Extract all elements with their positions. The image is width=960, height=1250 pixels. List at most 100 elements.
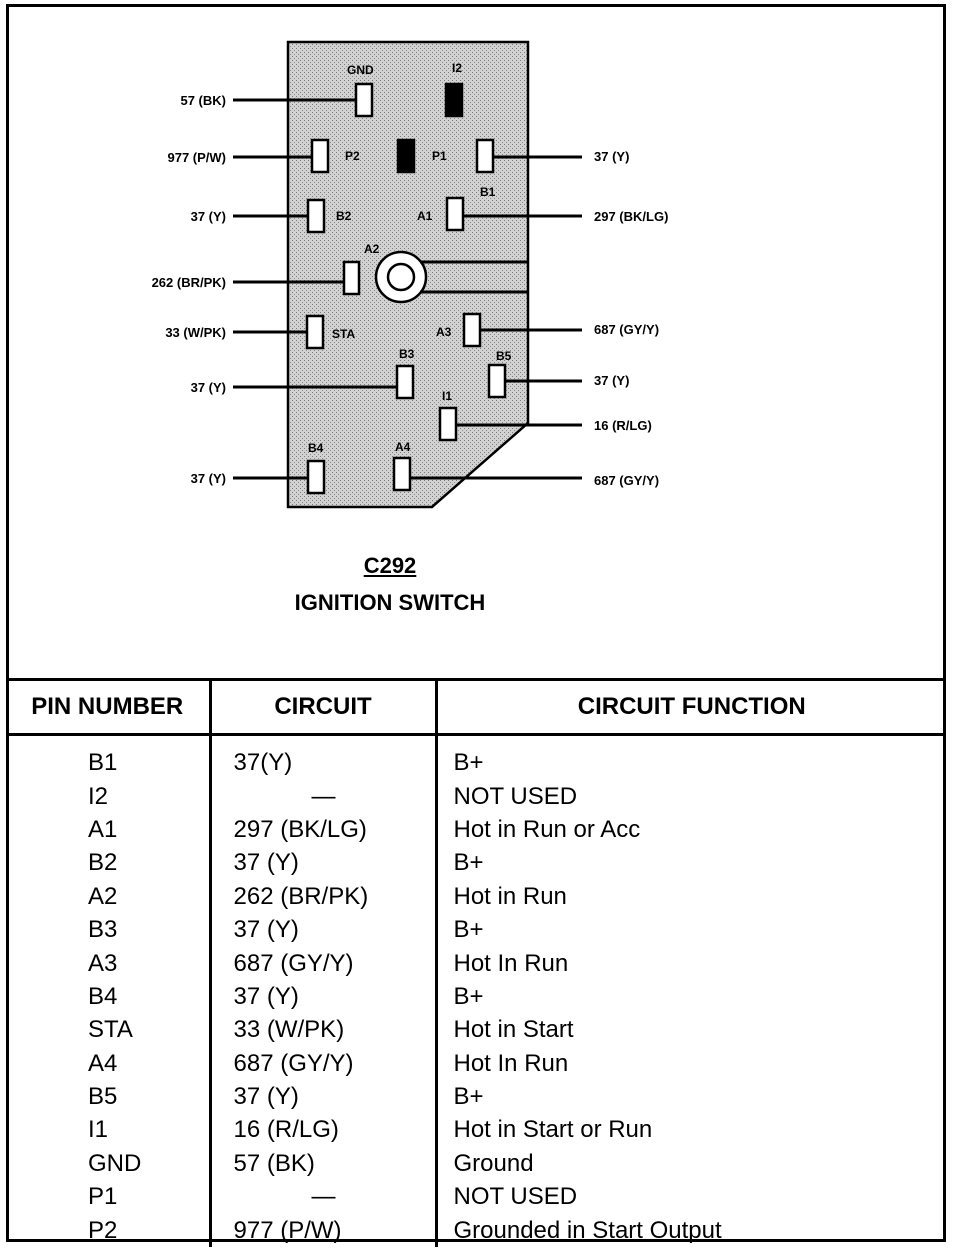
wire-label-b2: 37 (Y): [191, 209, 226, 224]
header-pin-number: PIN NUMBER: [6, 678, 210, 736]
pin-label-a4: A4: [395, 440, 411, 454]
circuit-cell: 687 (GY/Y): [208, 1046, 436, 1080]
circuit-cell: 37(Y): [208, 734, 436, 780]
pin-number-cell: B3: [88, 916, 118, 944]
table-row: I1 16 (R/LG)Hot in Start or Run: [6, 1113, 946, 1147]
terminal-a1: [445, 196, 465, 232]
circuit-cell: 977 (P/W): [208, 1213, 436, 1247]
terminal-p1: [475, 138, 495, 174]
pin-table: PIN NUMBER CIRCUIT CIRCUIT FUNCTION B1 37…: [6, 678, 946, 1247]
pin-number-cell: A4: [88, 1049, 118, 1077]
pin-label-a3: A3: [436, 325, 452, 339]
pin-label-b3: B3: [399, 347, 415, 361]
terminal-b3: [395, 364, 415, 400]
pin-number-cell: P1: [88, 1183, 118, 1211]
pin-label-i1: I1: [442, 389, 452, 403]
circuit-cell: —: [208, 1180, 436, 1214]
wire-label-p2: 977 (P/W): [167, 150, 226, 165]
circuit-cell: 297 (BK/LG): [208, 812, 436, 847]
table-row: A1 297 (BK/LG)Hot in Run or Acc: [6, 812, 946, 847]
pin-label-i2: I2: [452, 61, 462, 75]
terminal-i1: [438, 406, 458, 442]
header-circuit: CIRCUIT: [208, 678, 436, 736]
pin-number-cell: B5: [88, 1083, 118, 1111]
terminal-sta: [305, 314, 325, 350]
circuit-function-cell: Hot in Start or Run: [434, 1113, 946, 1147]
connector-id: C292: [363, 553, 417, 578]
circuit-cell: 37 (Y): [208, 912, 436, 947]
pin-label-a2: A2: [364, 242, 380, 256]
circuit-cell: 37 (Y): [208, 1079, 436, 1114]
terminal-p1-blank: [396, 138, 416, 174]
pin-number-cell: I1: [88, 1116, 109, 1144]
wire-label-a1: 297 (BK/LG): [594, 209, 668, 224]
circuit-cell: 37 (Y): [208, 846, 436, 880]
pin-number-cell: B2: [88, 849, 118, 877]
wire-label-gnd: 57 (BK): [180, 93, 226, 108]
pin-number-cell: A3: [88, 949, 118, 977]
terminal-b2: [306, 198, 326, 234]
circuit-cell: 57 (BK): [208, 1146, 436, 1181]
circuit-cell: 33 (W/PK): [208, 1013, 436, 1047]
wire-label-b5: 37 (Y): [594, 373, 629, 388]
pin-number-cell: A1: [88, 815, 118, 843]
pin-number-cell: GND: [88, 1149, 142, 1177]
circuit-function-cell: Hot in Run or Acc: [434, 812, 946, 847]
wire-label-a3: 687 (GY/Y): [594, 322, 659, 337]
pin-number-cell: A2: [88, 882, 118, 910]
circuit-function-cell: Hot in Start: [434, 1013, 946, 1047]
wire-leads: [233, 98, 582, 480]
circuit-function-cell: B+: [434, 912, 946, 947]
pin-label-a1: A1: [417, 209, 433, 223]
wire-label-a4: 687 (GY/Y): [594, 473, 659, 488]
pin-label-b5: B5: [496, 349, 512, 363]
circuit-function-cell: Hot In Run: [434, 1046, 946, 1080]
pin-number-cell: B4: [88, 982, 118, 1010]
wire-label-b4: 37 (Y): [191, 471, 226, 486]
circuit-function-cell: NOT USED: [434, 779, 946, 813]
wire-label-p1: 37 (Y): [594, 149, 629, 164]
key-cylinder-icon: [374, 250, 528, 304]
terminal-i2: [444, 82, 464, 118]
pin-number-cell: I2: [88, 782, 109, 810]
circuit-cell: 16 (R/LG): [208, 1113, 436, 1147]
terminals: [305, 82, 507, 495]
wire-label-b3: 37 (Y): [191, 380, 226, 395]
pin-label-gnd: GND: [347, 63, 374, 77]
terminal-b5: [487, 363, 507, 399]
pin-number-cell: B1: [88, 749, 118, 777]
table-row: P2 977 (P/W)Grounded in Start Output: [6, 1213, 946, 1247]
pin-label-b4: B4: [308, 441, 324, 455]
pin-label-p2: P2: [345, 149, 360, 163]
pin-table-header: PIN NUMBER CIRCUIT CIRCUIT FUNCTION: [6, 678, 946, 736]
pin-label-b2: B2: [336, 209, 352, 223]
connector-name: IGNITION SWITCH: [294, 590, 486, 615]
circuit-cell: 687 (GY/Y): [208, 946, 436, 980]
circuit-function-cell: Hot in Run: [434, 879, 946, 913]
terminal-gnd: [354, 82, 374, 118]
pin-label-sta: STA: [332, 327, 355, 341]
circuit-function-cell: NOT USED: [434, 1180, 946, 1214]
table-row: GND 57 (BK)Ground: [6, 1146, 946, 1181]
table-row: I2—NOT USED: [6, 779, 946, 813]
table-row: A2 262 (BR/PK)Hot in Run: [6, 879, 946, 913]
circuit-function-cell: Ground: [434, 1146, 946, 1181]
wire-label-i1: 16 (R/LG): [594, 418, 652, 433]
terminal-a2: [342, 260, 361, 296]
wire-label-sta: 33 (W/PK): [165, 325, 226, 340]
circuit-dash: —: [311, 1183, 336, 1211]
circuit-function-cell: Grounded in Start Output: [434, 1213, 946, 1247]
circuit-cell: 262 (BR/PK): [208, 879, 436, 913]
pin-number-cell: STA: [88, 1016, 133, 1044]
wire-label-a2: 262 (BR/PK): [152, 275, 226, 290]
table-row: B3 37 (Y)B+: [6, 912, 946, 947]
pin-label-b1: B1: [480, 185, 496, 199]
terminal-b4: [306, 459, 326, 495]
pin-number-cell: P2: [88, 1216, 118, 1244]
